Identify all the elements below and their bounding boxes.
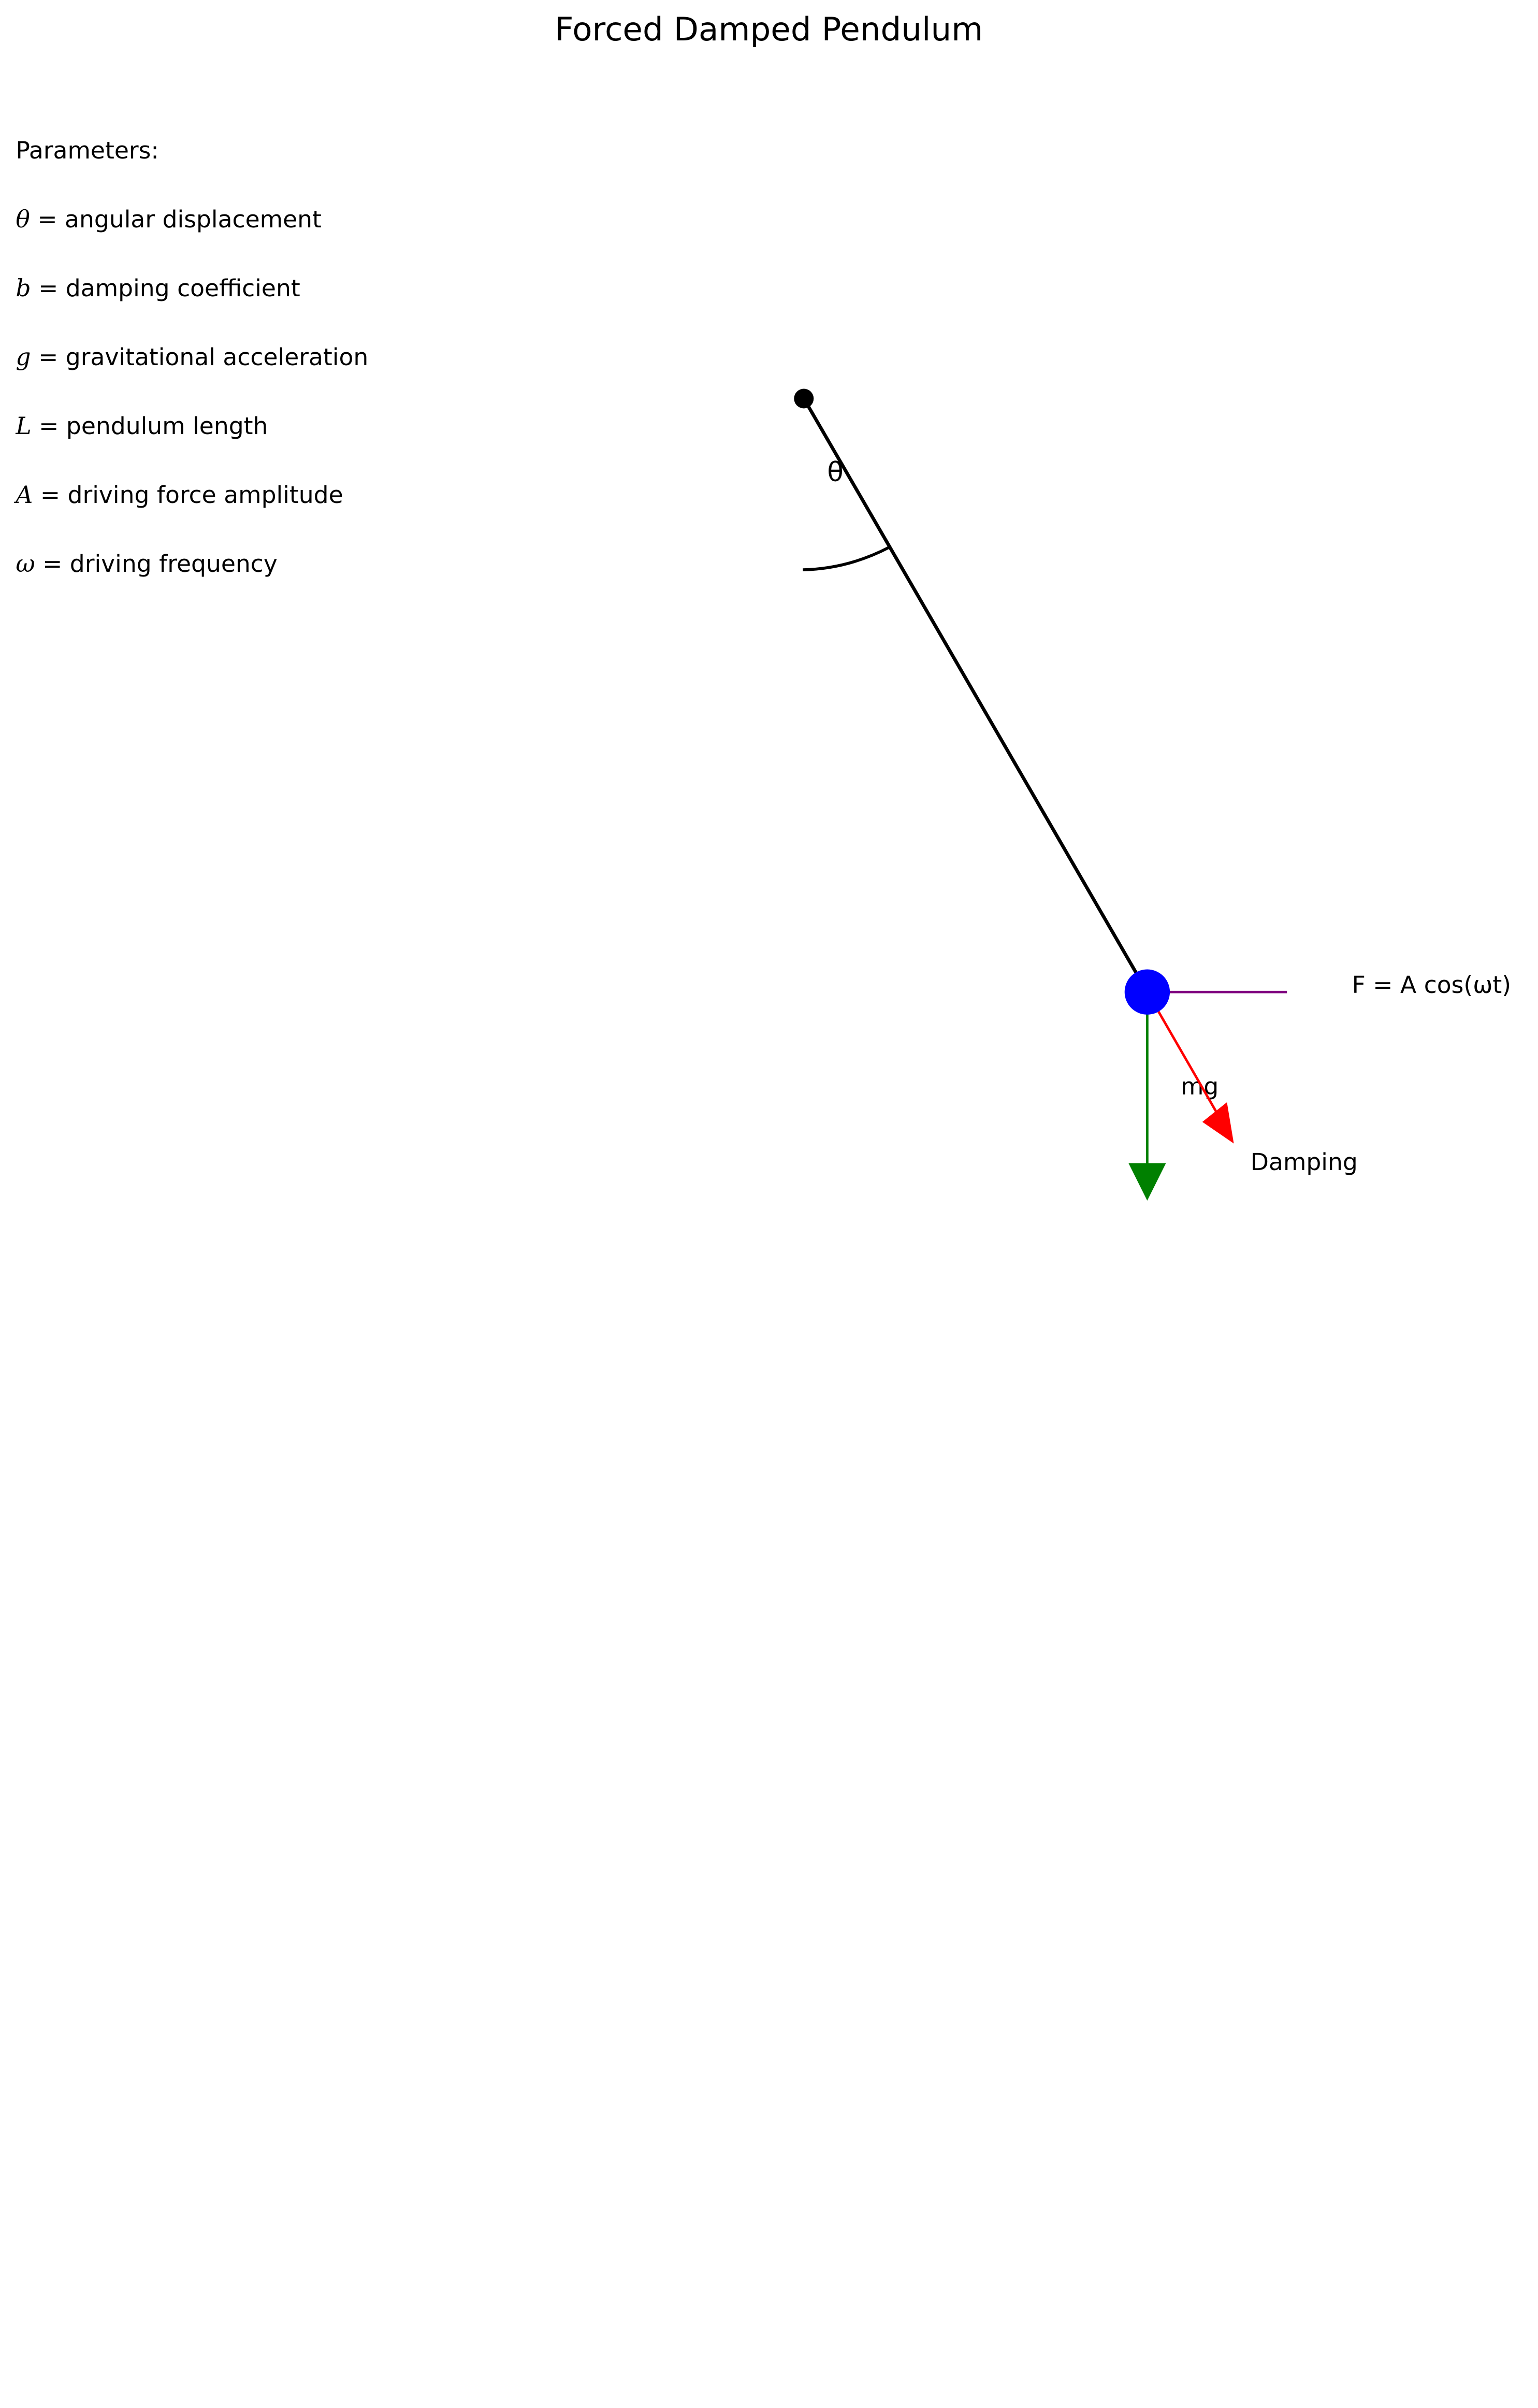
parameters-legend: Parameters: θ = angular displacement b =… bbox=[16, 136, 368, 618]
parameter-symbol: A bbox=[16, 481, 33, 509]
pendulum-bob bbox=[1124, 969, 1170, 1015]
parameter-symbol: b bbox=[16, 275, 31, 302]
parameter-description: = driving frequency bbox=[35, 550, 278, 578]
parameter-omega: ω = driving frequency bbox=[16, 549, 368, 618]
parameter-description: = gravitational acceleration bbox=[31, 343, 369, 371]
angle-label: θ bbox=[827, 457, 843, 488]
parameter-symbol: L bbox=[16, 412, 32, 440]
damping-arrow-shaft bbox=[1146, 991, 1220, 1116]
parameter-a: A = driving force amplitude bbox=[16, 480, 368, 549]
parameter-b: b = damping coefficient bbox=[16, 273, 368, 342]
parameter-g: g = gravitational acceleration bbox=[16, 342, 368, 411]
parameter-description: = pendulum length bbox=[31, 412, 268, 440]
diagram-title: Forced Damped Pendulum bbox=[555, 10, 983, 49]
pivot-point bbox=[794, 388, 814, 409]
parameter-l: L = pendulum length bbox=[16, 411, 368, 480]
pendulum-rod bbox=[802, 397, 1149, 993]
gravity-arrowhead bbox=[1128, 1163, 1166, 1201]
parameters-heading: Parameters: bbox=[16, 137, 159, 165]
parameter-symbol: g bbox=[16, 343, 31, 371]
driving-force-label: F = A cos(ωt) bbox=[1352, 971, 1511, 999]
parameter-description: = damping coefficient bbox=[31, 275, 300, 302]
gravity-label: mg bbox=[1181, 1073, 1218, 1100]
damping-label: Damping bbox=[1251, 1148, 1358, 1176]
pendulum-drawing: θ F = A cos(ωt) mg Damping bbox=[794, 388, 1511, 1201]
damping-arrowhead bbox=[1202, 1102, 1234, 1144]
parameter-symbol: ω bbox=[16, 550, 35, 578]
angle-arc bbox=[803, 545, 890, 571]
parameter-symbol: θ bbox=[16, 206, 30, 234]
parameter-description: = driving force amplitude bbox=[33, 481, 343, 509]
parameter-theta: θ = angular displacement bbox=[16, 205, 368, 273]
parameter-description: = angular displacement bbox=[30, 206, 322, 234]
